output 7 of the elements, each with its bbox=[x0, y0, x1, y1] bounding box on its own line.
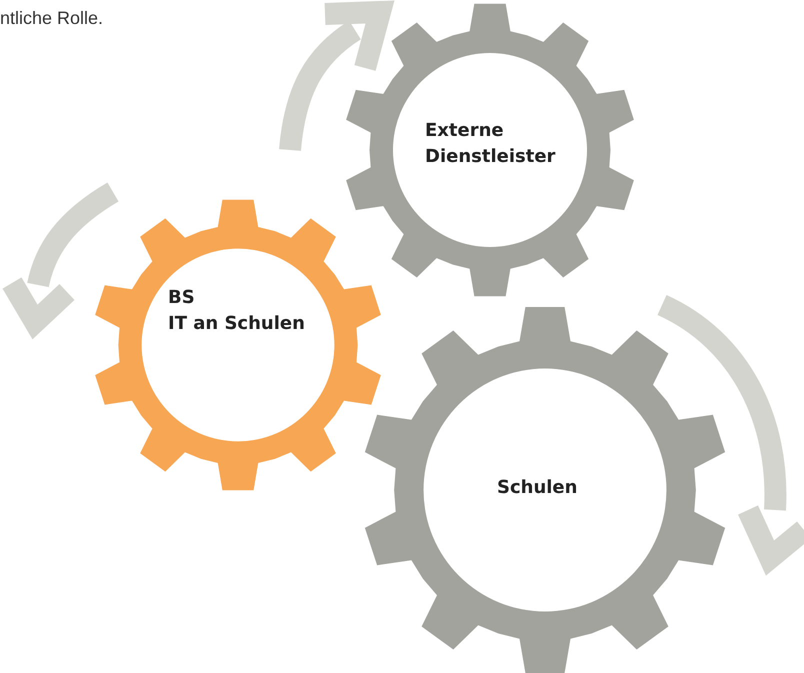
gear bbox=[92, 199, 384, 491]
gear-label: Externe Dienstleister bbox=[425, 119, 556, 170]
body-text: ntliche Rolle. bbox=[0, 8, 104, 28]
gear-label: Schulen bbox=[497, 476, 578, 500]
gear bbox=[343, 3, 637, 297]
gear-label: IT an Schulen bbox=[168, 312, 306, 336]
gear-label: BS bbox=[168, 286, 196, 310]
